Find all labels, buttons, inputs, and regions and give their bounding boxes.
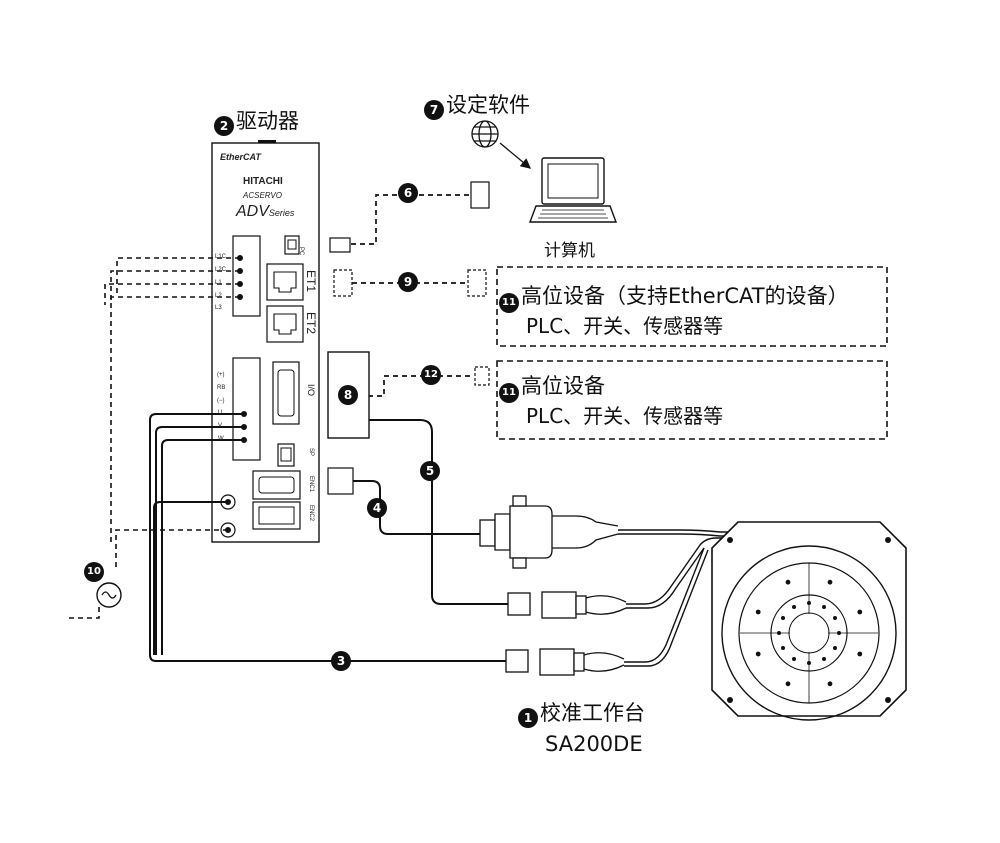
power-supply-lines	[65, 257, 240, 619]
callout-5-badge: 5	[420, 461, 440, 481]
callout-1-badge: 1	[518, 708, 538, 728]
callout-7-badge: 7	[424, 100, 444, 120]
terminal-v: V	[218, 423, 223, 429]
terminal-plus: (+)	[217, 372, 225, 378]
motor-plug-connector	[505, 648, 625, 676]
bolt-hole	[781, 616, 785, 620]
host-device-2-line2: PLC、开关、传感器等	[526, 404, 724, 428]
bolt-hole	[857, 651, 863, 657]
host-device-2-title: 高位设备	[521, 374, 605, 398]
terminal-minus: (−)	[217, 398, 225, 404]
bolt-hole	[857, 609, 863, 615]
table-label-name: 校准工作台	[540, 701, 645, 725]
corner-bolt-hole	[727, 537, 733, 543]
terminal-l2: L2	[215, 293, 222, 299]
io-port-label: I/O	[306, 384, 316, 397]
terminal-rb: RB	[217, 385, 226, 391]
host-device-box-2	[496, 360, 888, 440]
sp-port-label: SP	[308, 448, 314, 457]
bolt-hole	[792, 657, 796, 661]
terminal-l1c: L1C	[215, 254, 227, 260]
bolt-hole	[827, 579, 833, 585]
ethercat-logo: EtherCAT	[220, 152, 261, 162]
encoder-dsub-connector	[479, 495, 619, 569]
motor-cable-3	[149, 413, 506, 662]
callout-11-badge-a: 11	[499, 293, 519, 313]
enc2-port-label: ENC2	[308, 505, 314, 522]
bolt-hole	[833, 646, 837, 650]
terminal-l3: L3	[215, 305, 222, 311]
bolt-hole	[785, 681, 791, 687]
terminal-u: U	[218, 410, 223, 416]
bolt-hole	[807, 601, 811, 605]
corner-bolt-hole	[885, 697, 891, 703]
computer-label: 计算机	[544, 241, 595, 261]
enc1-port-label: ENC1	[308, 476, 314, 493]
bolt-hole	[755, 609, 761, 615]
software-label-text: 设定软件	[446, 93, 530, 117]
cable-end-boxes	[327, 181, 490, 495]
bolt-hole	[822, 605, 826, 609]
callout-6-badge: 6	[398, 183, 418, 203]
bolt-hole	[837, 631, 841, 635]
et2-port	[266, 305, 304, 343]
host-device-box-1	[496, 266, 888, 347]
terminal-w: W	[218, 436, 224, 442]
bolt-hole	[827, 681, 833, 687]
callout-9-badge: 9	[398, 272, 418, 292]
callout-3-badge: 3	[331, 651, 351, 671]
acservo-text: ACSERVO	[243, 191, 282, 200]
adv-model-name: ADV	[236, 203, 269, 220]
callout-2-badge: 2	[214, 116, 234, 136]
bolt-hole	[822, 657, 826, 661]
bolt-hole	[833, 616, 837, 620]
bolt-hole	[792, 605, 796, 609]
encoder-plug-connector	[507, 591, 627, 619]
host-device-1-line2: PLC、开关、传感器等	[526, 314, 724, 338]
callout-11-badge-b: 11	[499, 383, 519, 403]
power-terminal-block	[232, 235, 261, 317]
callout-10-badge: 10	[84, 562, 104, 582]
et1-port-label: ET1	[304, 270, 318, 293]
adv-series: Series	[268, 208, 295, 218]
globe-icon	[471, 120, 499, 148]
corner-bolt-hole	[727, 697, 733, 703]
corner-bolt-hole	[885, 537, 891, 543]
callout-8-badge: 8	[338, 385, 358, 405]
table-bolt-holes	[727, 537, 891, 703]
et1-port	[266, 263, 304, 301]
bolt-hole	[807, 661, 811, 665]
host-device-1-title: 高位设备（支持EtherCAT的设备）	[521, 284, 849, 308]
rotary-table	[711, 521, 907, 721]
bolt-hole	[777, 631, 781, 635]
terminal-l2c: L2C	[215, 267, 227, 273]
bolt-hole	[755, 651, 761, 657]
et2-port-label: ET2	[304, 312, 318, 335]
motor-terminal-block	[232, 357, 261, 461]
hitachi-brand: HITACHI	[243, 176, 283, 187]
bolt-hole	[785, 579, 791, 585]
bolt-hole	[781, 646, 785, 650]
laptop-icon	[528, 157, 618, 223]
adv-model: ADVSeries	[236, 203, 294, 221]
callout-4-badge: 4	[367, 498, 387, 518]
table-pigtail-cables	[618, 529, 760, 667]
driver-label-text: 驱动器	[236, 109, 299, 133]
table-model: SA200DE	[545, 732, 643, 756]
callout-12-badge: 12	[421, 365, 441, 385]
pc-port-label: PC	[298, 247, 304, 256]
driver-unit	[211, 140, 320, 543]
terminal-l1: L1	[215, 280, 222, 286]
